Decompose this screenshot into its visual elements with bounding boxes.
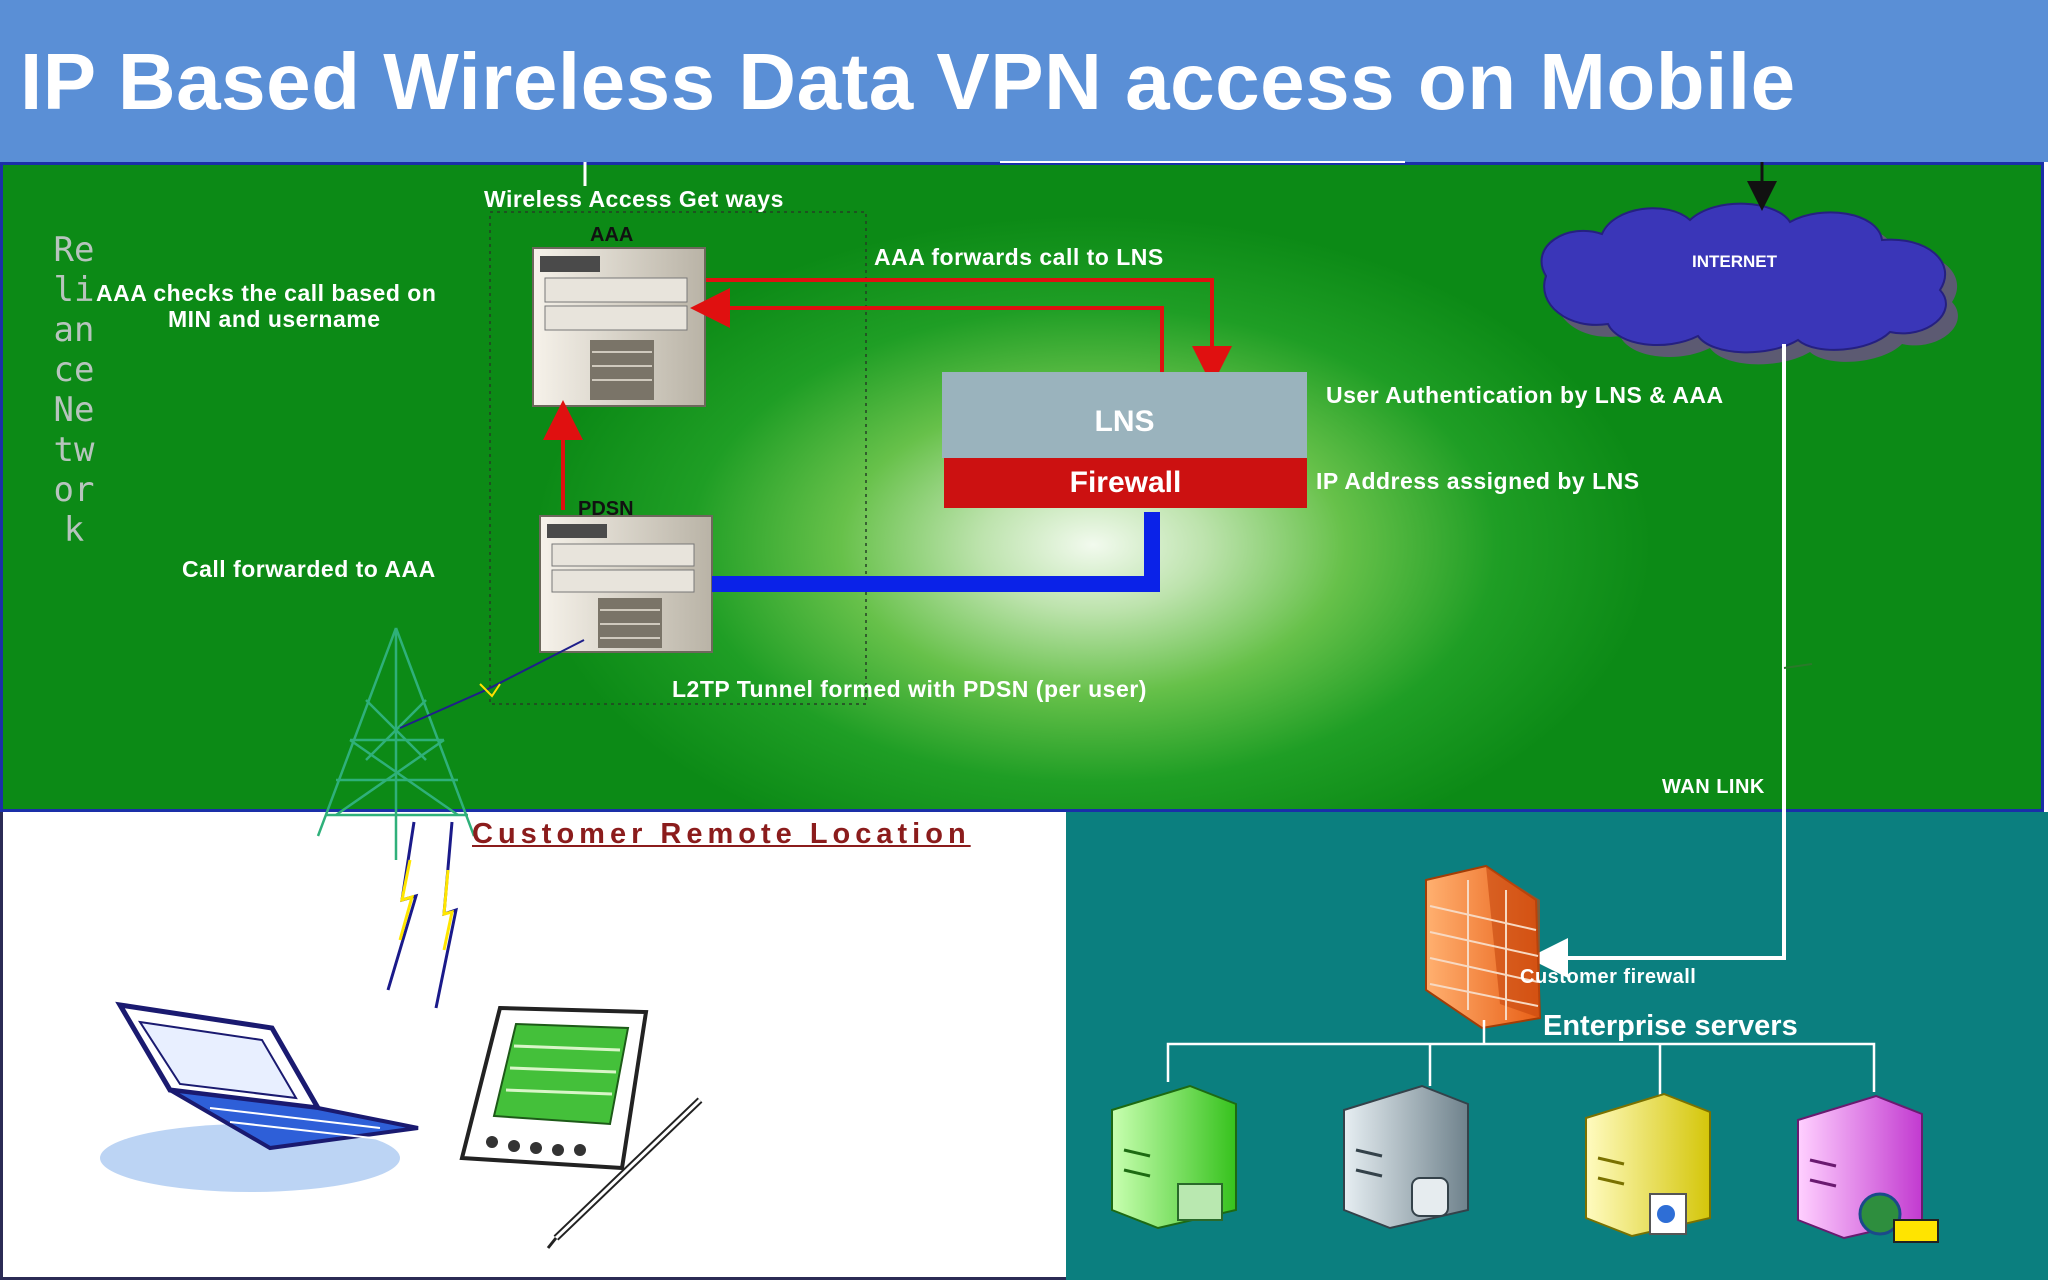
laptop-icon — [100, 1001, 419, 1192]
user-auth-label: User Authentication by LNS & AAA — [1326, 382, 1724, 408]
aaa-forwards-label: AAA forwards call to LNS — [874, 244, 1164, 270]
cloud-icon — [1540, 202, 1958, 365]
server-bus-line — [1166, 1042, 1876, 1092]
customer-remote-label: Customer Remote Location — [472, 818, 971, 850]
customer-firewall-label: Customer firewall — [1520, 966, 1697, 988]
aaa-checks-label-line2: MIN and username — [168, 306, 381, 332]
lns-to-aaa-arrow — [690, 288, 1164, 372]
reliance-network-label: Reliance Network — [53, 230, 95, 550]
pdsn-label: PDSN — [578, 498, 634, 520]
aaa-server-icon — [532, 247, 706, 407]
stylus-icon — [546, 1097, 703, 1249]
enterprise-servers-label: Enterprise servers — [1543, 1010, 1798, 1042]
l2tp-tunnel-line — [712, 512, 1160, 592]
title-bar — [0, 0, 2048, 162]
signal-link — [399, 639, 585, 729]
purple-server-icon — [1797, 1094, 1939, 1243]
wan-link-tick — [1783, 663, 1813, 669]
pda-icon — [459, 1005, 649, 1171]
ip-assigned-label: IP Address assigned by LNS — [1316, 468, 1640, 494]
aaa-label: AAA — [590, 224, 634, 246]
gray-server-icon — [1343, 1084, 1469, 1230]
aaa-to-lns-arrow — [706, 278, 1232, 386]
spark-icon — [479, 683, 501, 698]
wan-link-label: WAN LINK — [1662, 776, 1765, 798]
green-server-icon — [1111, 1084, 1237, 1230]
yellow-server-icon — [1585, 1092, 1711, 1238]
lightning-bolt-icon — [386, 821, 419, 991]
firewall-box: Firewall — [944, 458, 1307, 508]
internet-label: INTERNET — [1692, 252, 1777, 271]
wan-link-line — [1528, 344, 1786, 978]
lns-box: LNS — [942, 372, 1307, 458]
call-forwarded-label: Call forwarded to AAA — [182, 556, 436, 582]
lightning-bolt-highlight — [442, 869, 454, 951]
lightning-bolt-highlight — [398, 859, 415, 941]
wireless-gateways-label: Wireless Access Get ways — [484, 186, 784, 212]
brick-firewall-icon — [1425, 864, 1542, 1030]
radio-tower-icon — [316, 627, 476, 860]
pdsn-server-icon — [539, 515, 713, 653]
page-title: IP Based Wireless Data VPN access on Mob… — [20, 37, 1796, 126]
l2tp-tunnel-label: L2TP Tunnel formed with PDSN (per user) — [672, 676, 1147, 702]
aaa-checks-label: AAA checks the call based on — [96, 280, 437, 306]
